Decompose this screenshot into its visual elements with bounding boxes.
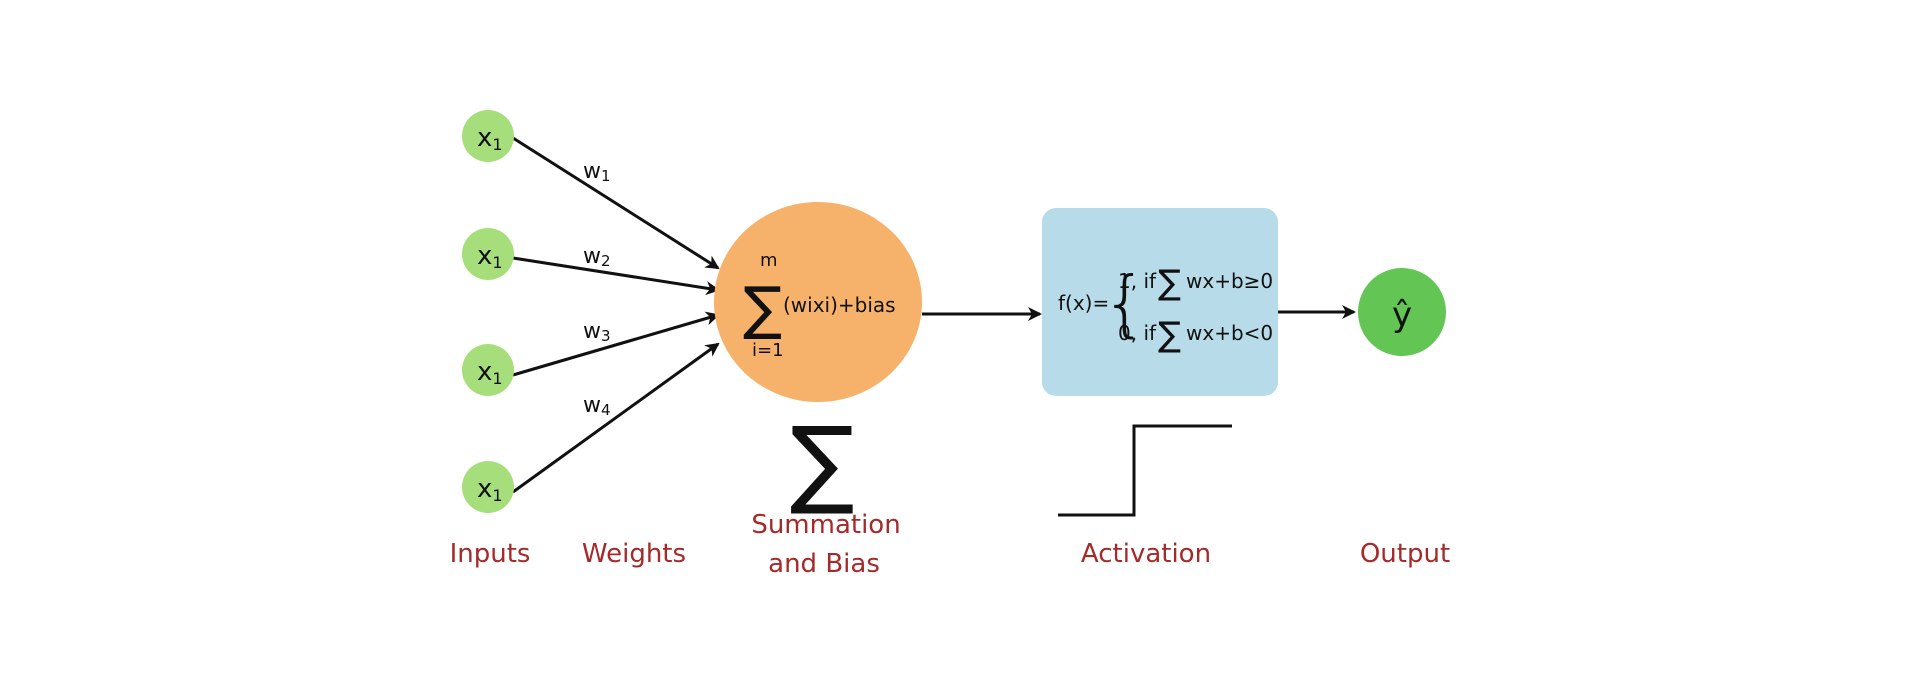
svg-text:x1: x1 (477, 357, 503, 388)
activation-brace: { (1102, 261, 1148, 345)
input-node-3: x1 (462, 344, 514, 396)
activation-case-one: 1, if (1118, 269, 1157, 293)
activation-case-two-expr: wx+b<0 (1186, 321, 1273, 345)
activation-case-one-sigma: ∑ (1158, 263, 1181, 303)
input-node-2: x1 (462, 228, 514, 280)
weight-label-2: w2 (583, 244, 611, 270)
edge-input-1 (512, 136, 720, 270)
activation-case-two-sigma: ∑ (1158, 315, 1181, 355)
svg-text:x1: x1 (477, 123, 503, 154)
input-node-4: x1 (462, 461, 514, 513)
caption-summation-line1: Summation (751, 510, 900, 540)
activation-box: f(x)= { 1, if ∑ wx+b≥0 0, if ∑ wx+b<0 (1042, 208, 1278, 396)
activation-function-label: f(x)= (1058, 291, 1109, 315)
sum-expression: (wixi)+bias (783, 293, 896, 317)
input-3-sub: 1 (492, 369, 502, 388)
summation-sigma-icon: ∑ (790, 406, 855, 518)
weight-label-1: w1 (583, 159, 611, 185)
caption-output: Output (1360, 539, 1450, 569)
step-function-icon (1058, 424, 1232, 517)
input-2-label: x (477, 241, 492, 271)
input-node-1: x1 (462, 110, 514, 162)
caption-activation: Activation (1081, 539, 1211, 569)
input-1-sub: 1 (492, 135, 502, 154)
weight-label-3: w3 (583, 319, 611, 345)
caption-weights: Weights (582, 539, 686, 569)
edge-input-2 (512, 256, 720, 296)
summation-node: m ∑ i=1 (wixi)+bias (714, 202, 922, 402)
input-3-label: x (477, 357, 492, 387)
edge-input-4 (512, 342, 720, 494)
input-4-sub: 1 (492, 486, 502, 505)
output-node: ŷ (1358, 268, 1446, 356)
sum-lower-limit: i=1 (752, 340, 784, 361)
input-2-sub: 1 (492, 253, 502, 272)
sum-upper-limit: m (760, 250, 778, 271)
sum-sigma-symbol: ∑ (743, 274, 782, 342)
activation-case-two: 0, if (1118, 321, 1157, 345)
output-label: ŷ (1392, 295, 1412, 335)
svg-text:x1: x1 (477, 241, 503, 272)
input-1-label: x (477, 123, 492, 153)
weight-label-4: w4 (583, 393, 611, 419)
svg-text:x1: x1 (477, 474, 503, 505)
input-4-label: x (477, 474, 492, 504)
caption-inputs: Inputs (450, 539, 531, 569)
caption-summation-line2: and Bias (768, 549, 880, 579)
activation-case-one-expr: wx+b≥0 (1186, 269, 1273, 293)
edge-input-3 (512, 311, 720, 377)
